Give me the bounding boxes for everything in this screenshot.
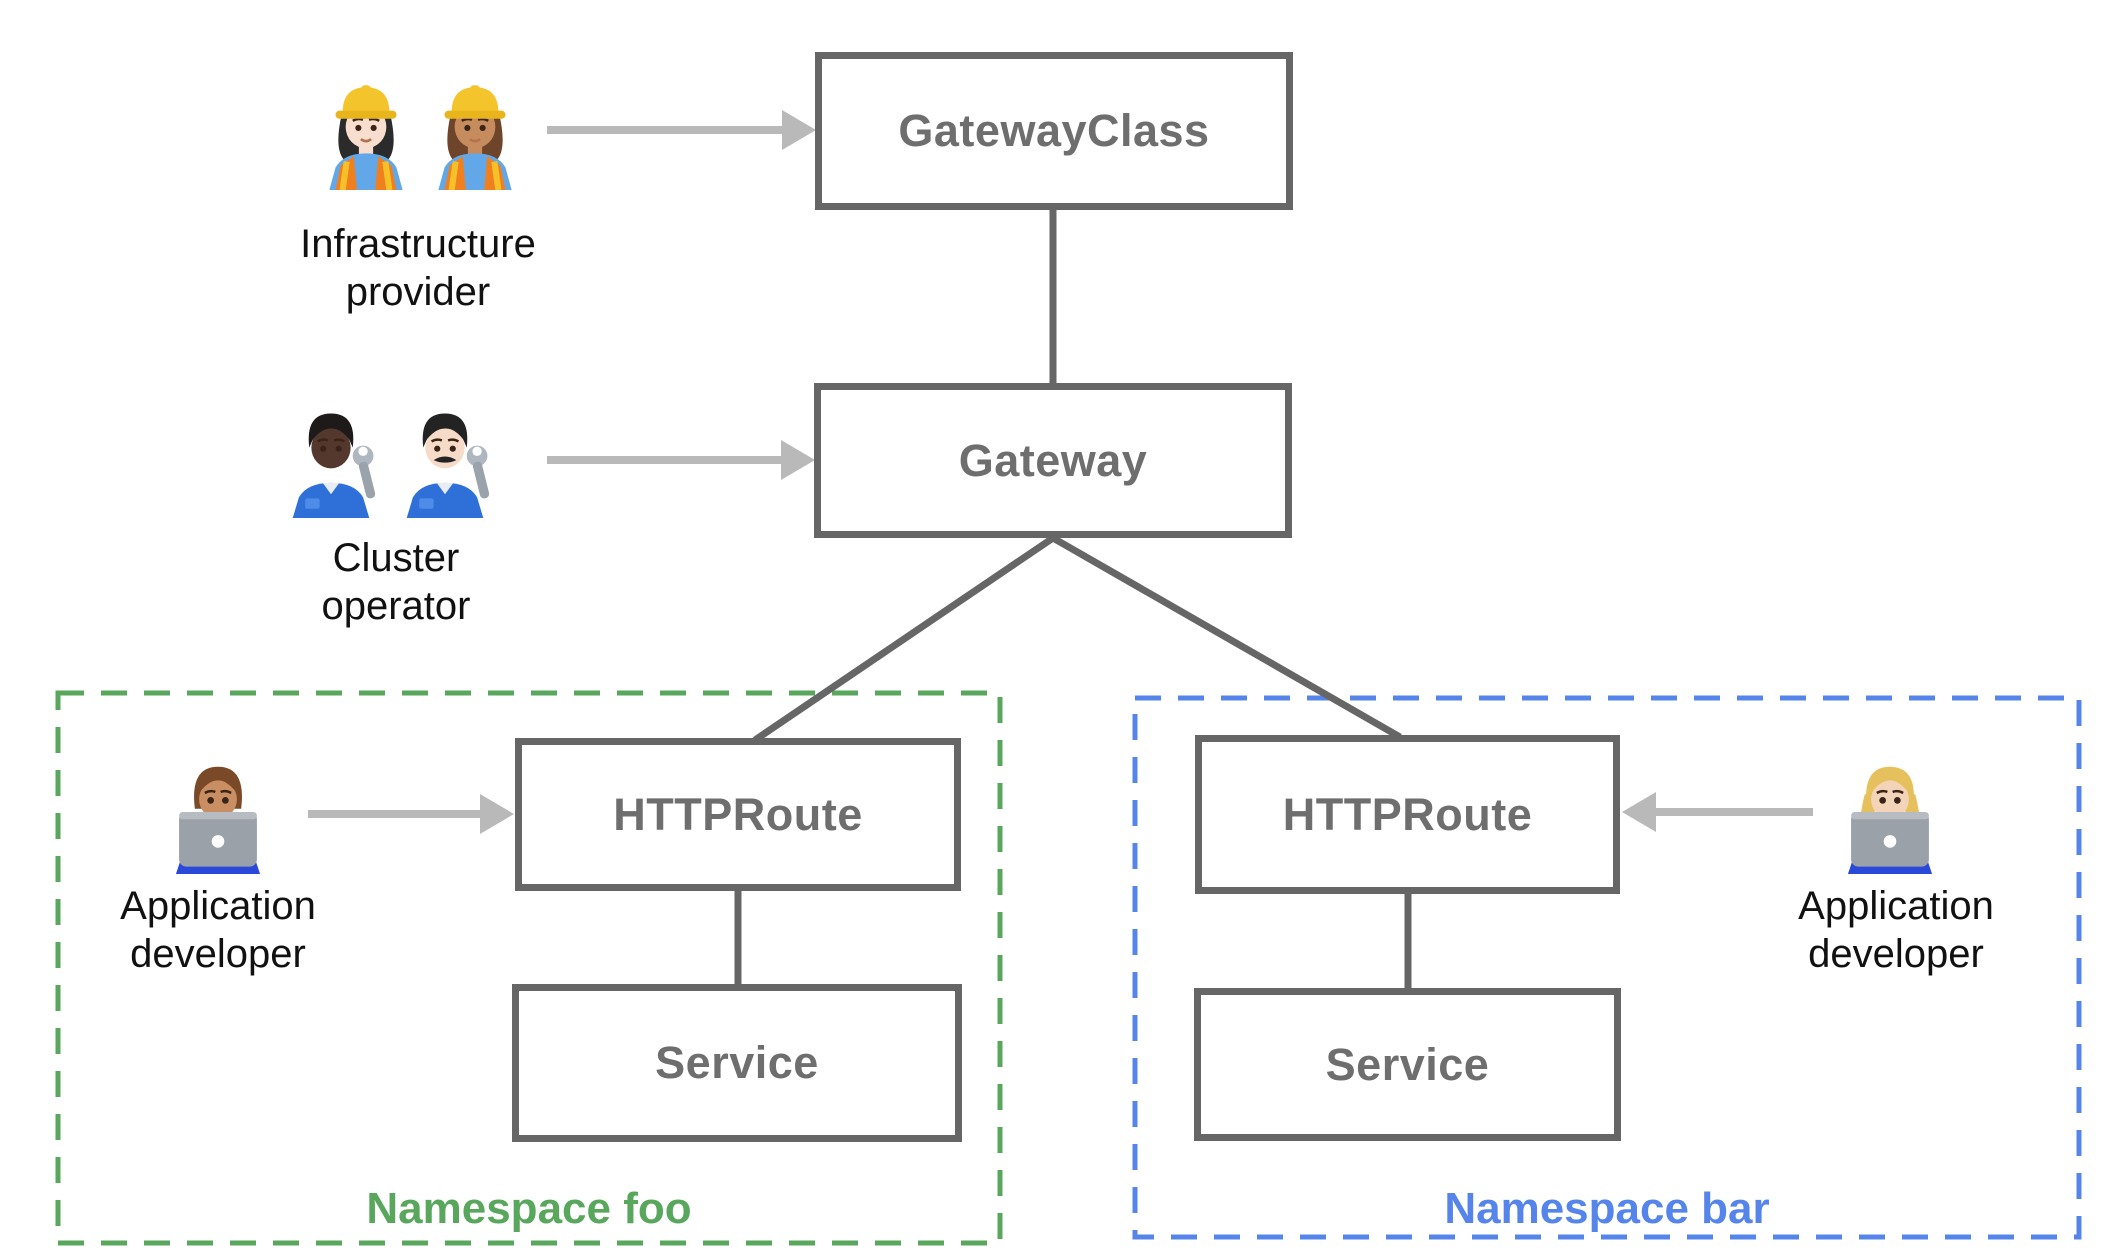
application-developer-bar-label-line2: developer	[1808, 932, 1984, 976]
connector-gateway-httproute-bar	[1051, 534, 1402, 741]
application-developer-foo-label-line1: Application	[120, 884, 316, 928]
arrow-cluster-operator-to-gateway	[547, 440, 815, 480]
connector-gateway-httproute-foo	[753, 535, 1055, 743]
woman-technologist-icon	[1833, 752, 1947, 874]
application-developer-foo-label: Application developer	[68, 882, 368, 978]
namespace-bar-border	[1132, 695, 2082, 1240]
arrow-infrastructure-provider-to-gatewayclass	[547, 110, 816, 150]
woman-construction-worker-light-icon	[315, 72, 417, 190]
node-httproute-bar: HTTPRoute	[1195, 735, 1620, 894]
arrow-application-developer-to-httproute-foo	[308, 794, 514, 834]
application-developer-foo-label-line2: developer	[130, 932, 306, 976]
node-gatewayclass-label: GatewayClass	[898, 105, 1210, 156]
application-developer-bar-label-line1: Application	[1798, 884, 1994, 928]
cluster-operator-label: Cluster operator	[246, 534, 546, 630]
arrow-application-developer-to-httproute-bar	[1622, 792, 1813, 832]
infrastructure-provider-label-line1: Infrastructure	[300, 222, 536, 266]
namespace-foo-border	[55, 690, 1003, 1246]
man-mechanic-light-icon	[393, 398, 497, 518]
application-developer-bar-label: Application developer	[1746, 882, 2046, 978]
node-httproute-foo: HTTPRoute	[515, 738, 961, 891]
woman-construction-worker-medium-icon	[424, 72, 526, 190]
node-service-bar: Service	[1194, 988, 1621, 1141]
node-httproute-foo-label: HTTPRoute	[613, 788, 863, 840]
node-httproute-bar-label: HTTPRoute	[1282, 788, 1533, 840]
man-technologist-icon	[161, 752, 275, 874]
cluster-operator-label-line1: Cluster	[332, 536, 460, 580]
node-service-foo: Service	[512, 984, 962, 1142]
node-gateway: Gateway	[814, 383, 1292, 538]
infrastructure-provider-label-line2: provider	[345, 270, 491, 314]
node-gatewayclass: GatewayClass	[815, 52, 1293, 210]
namespace-foo-label: Namespace foo	[366, 1184, 692, 1233]
node-gateway-label: Gateway	[958, 434, 1148, 486]
namespace-bar-label: Namespace bar	[1444, 1184, 1770, 1233]
cluster-operator-label-line2: operator	[321, 584, 471, 628]
node-service-foo-label: Service	[655, 1037, 819, 1088]
mechanic-dark-icon	[279, 398, 383, 518]
infrastructure-provider-label: Infrastructure provider	[258, 220, 578, 316]
node-service-bar-label: Service	[1325, 1038, 1490, 1090]
